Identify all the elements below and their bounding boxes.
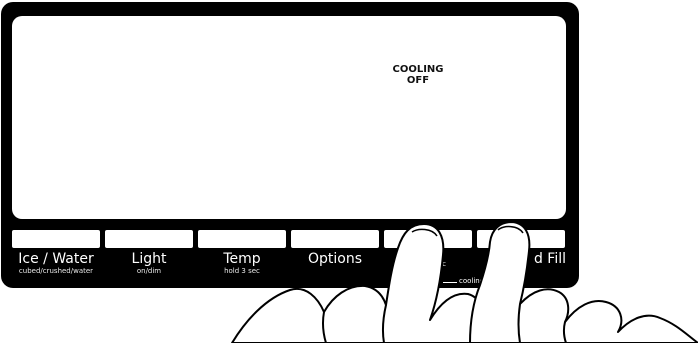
right-hand-icon bbox=[470, 222, 698, 343]
left-hand-icon bbox=[232, 224, 482, 343]
